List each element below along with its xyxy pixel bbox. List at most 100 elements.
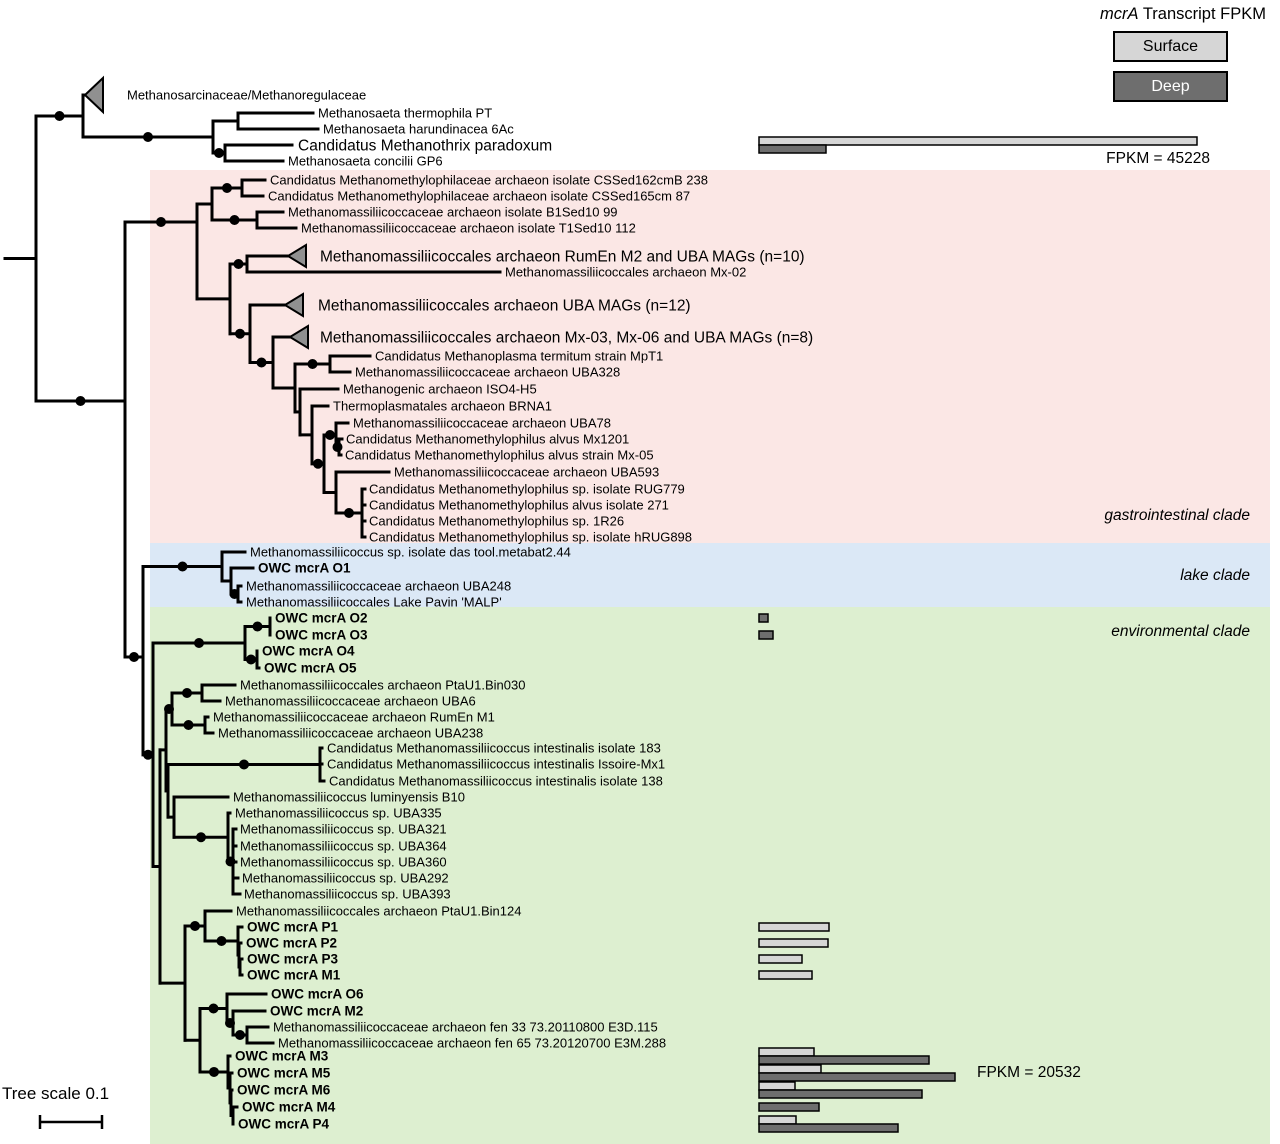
- taxon-label: Candidatus Methanomethylophilus alvus is…: [369, 498, 669, 513]
- legend-deep-swatch: Deep: [1113, 71, 1228, 102]
- support-dot: [182, 688, 192, 698]
- support-dot: [246, 654, 256, 665]
- legend-surface-swatch: Surface: [1113, 31, 1228, 62]
- collapsed-triangles: [83, 75, 309, 350]
- support-dot: [190, 921, 200, 931]
- fpkm-bars: [758, 136, 1198, 1133]
- support-dot: [252, 621, 263, 632]
- legend-title-gene: mcrA: [1100, 5, 1139, 23]
- gastrointestinal-clade-label: gastrointestinal clade: [1104, 507, 1250, 524]
- taxon-label: Candidatus Methanomethylophilus sp. 1R26: [369, 514, 624, 529]
- fpkm-bar-deep: [758, 1055, 930, 1065]
- support-dot: [156, 217, 166, 227]
- support-dot: [196, 832, 206, 843]
- taxon-label: Thermoplasmatales archaeon BRNA1: [333, 399, 552, 414]
- support-dot: [307, 359, 318, 369]
- taxon-label: Methanomassiliicoccus luminyensis B10: [233, 790, 465, 805]
- fpkm-annotation-bottom: FPKM = 20532: [977, 1064, 1081, 1081]
- taxon-label: Methanomassiliicoccaceae archaeon UBA328: [355, 365, 620, 380]
- taxon-label: Methanomassiliicoccaceae archaeon UBA6: [225, 694, 476, 709]
- taxon-label: Methanomassiliicoccales archaeon RumEn M…: [320, 249, 805, 266]
- taxon-label: Candidatus Methanomassiliicoccus intesti…: [327, 741, 661, 756]
- taxon-label: Methanomassiliicoccus sp. UBA292: [242, 871, 449, 886]
- taxon-label: OWC mcrA O6: [271, 987, 364, 1002]
- taxon-label: OWC mcrA P2: [246, 936, 337, 951]
- taxon-label: OWC mcrA M3: [235, 1049, 329, 1064]
- taxon-label: Candidatus Methanomassiliicoccus intesti…: [329, 774, 663, 789]
- support-dot: [222, 183, 232, 193]
- legend-deep-label: Deep: [1151, 78, 1190, 95]
- taxon-label: Methanomassiliicoccales archaeon Mx-02: [505, 265, 746, 280]
- taxon-label: OWC mcrA M6: [237, 1083, 331, 1098]
- fpkm-bar-deep: [758, 1089, 923, 1099]
- support-dot: [313, 458, 323, 469]
- support-dot: [194, 638, 204, 648]
- taxon-label: OWC mcrA O4: [262, 644, 355, 659]
- taxon-label: OWC mcrA M2: [270, 1004, 363, 1019]
- taxon-label: Candidatus Methanomassiliicoccus intesti…: [327, 757, 665, 772]
- taxon-label: Methanomassiliicoccus sp. UBA393: [244, 887, 451, 902]
- taxon-label: Methanomassiliicoccales archaeon PtaU1.B…: [240, 678, 525, 693]
- support-dot: [332, 442, 343, 452]
- taxon-label: Candidatus Methanothrix paradoxum: [298, 138, 552, 155]
- fpkm-bar-deep: [758, 144, 827, 154]
- taxon-label: OWC mcrA O1: [258, 561, 351, 576]
- support-dot: [239, 759, 249, 770]
- taxon-label: OWC mcrA M5: [237, 1066, 331, 1081]
- taxon-label: Methanosaeta concilii GP6: [288, 154, 443, 169]
- taxon-label: Methanomassiliicoccus sp. UBA335: [235, 806, 442, 821]
- taxon-label: Methanomassiliicoccus sp. isolate das to…: [250, 545, 571, 560]
- collapsed-clade-triangle: [286, 243, 307, 269]
- fpkm-bar-surface: [758, 1115, 797, 1125]
- support-dot: [233, 259, 244, 269]
- taxon-label: Methanomassiliicoccales archaeon Mx-03, …: [320, 330, 813, 347]
- support-dot: [208, 1003, 219, 1014]
- support-dot: [75, 396, 86, 406]
- support-dot: [214, 148, 224, 158]
- taxon-label: Candidatus Methanomethylophilus alvus st…: [345, 448, 654, 463]
- lake-clade-background: [150, 543, 1270, 607]
- lake-clade-label: lake clade: [1180, 567, 1250, 584]
- taxon-label: Candidatus Methanoplasma termitum strain…: [375, 349, 663, 364]
- environmental-clade-label: environmental clade: [1111, 623, 1250, 640]
- fpkm-bar-deep: [758, 1102, 820, 1112]
- taxon-label: OWC mcrA O5: [264, 661, 357, 676]
- support-dot: [143, 749, 153, 760]
- support-dot: [54, 111, 65, 121]
- support-dot: [235, 328, 245, 339]
- taxon-label: Methanomassiliicoccaceae archaeon UBA248: [246, 579, 511, 594]
- taxon-label: OWC mcrA P3: [247, 952, 339, 967]
- fpkm-annotation-top: FPKM = 45228: [1106, 150, 1210, 167]
- support-dot: [256, 357, 267, 368]
- fpkm-bar-deep: [758, 613, 769, 623]
- legend-title: mcrA Transcript FPKM: [1100, 5, 1266, 24]
- support-dot: [235, 1030, 245, 1040]
- fpkm-bar-surface: [758, 1081, 796, 1091]
- taxon-label: OWC mcrA P1: [247, 920, 339, 935]
- support-dot: [229, 589, 240, 599]
- taxon-label: Methanomassiliicoccaceae archaeon UBA78: [353, 416, 611, 431]
- collapsed-clade-triangle: [283, 292, 304, 318]
- taxon-label: Methanomassiliicoccales Lake Pavin 'MALP…: [246, 595, 502, 610]
- collapsed-clade-triangle: [83, 75, 104, 115]
- taxon-label: Candidatus Methanomethylophilus alvus Mx…: [346, 432, 629, 447]
- taxon-label: OWC mcrA M1: [247, 968, 341, 983]
- fpkm-bar-surface: [758, 938, 829, 948]
- taxon-label: Candidatus Methanomethylophilus sp. isol…: [369, 530, 692, 545]
- taxon-label: Methanomassiliicoccus sp. UBA360: [240, 855, 447, 870]
- taxon-label: OWC mcrA M4: [242, 1100, 336, 1115]
- support-dot: [216, 936, 227, 946]
- support-dot: [209, 1066, 219, 1077]
- taxon-label: OWC mcrA P4: [238, 1117, 330, 1132]
- fpkm-bar-surface: [758, 954, 803, 964]
- support-dot: [129, 652, 139, 662]
- taxon-label: Methanomassiliicoccales archaeon PtaU1.B…: [236, 904, 521, 919]
- taxon-label: Methanomassiliicoccaceae archaeon UBA593: [394, 465, 659, 480]
- legend-surface-label: Surface: [1142, 38, 1199, 55]
- support-dots: [54, 111, 354, 1077]
- taxon-label: Methanosarcinaceae/Methanoregulaceae: [127, 88, 366, 103]
- taxon-labels: Methanosarcinaceae/MethanoregulaceaeMeth…: [127, 88, 813, 1132]
- fpkm-bar-deep: [758, 1072, 956, 1082]
- taxon-label: Candidatus Methanomethylophilaceae archa…: [270, 173, 708, 188]
